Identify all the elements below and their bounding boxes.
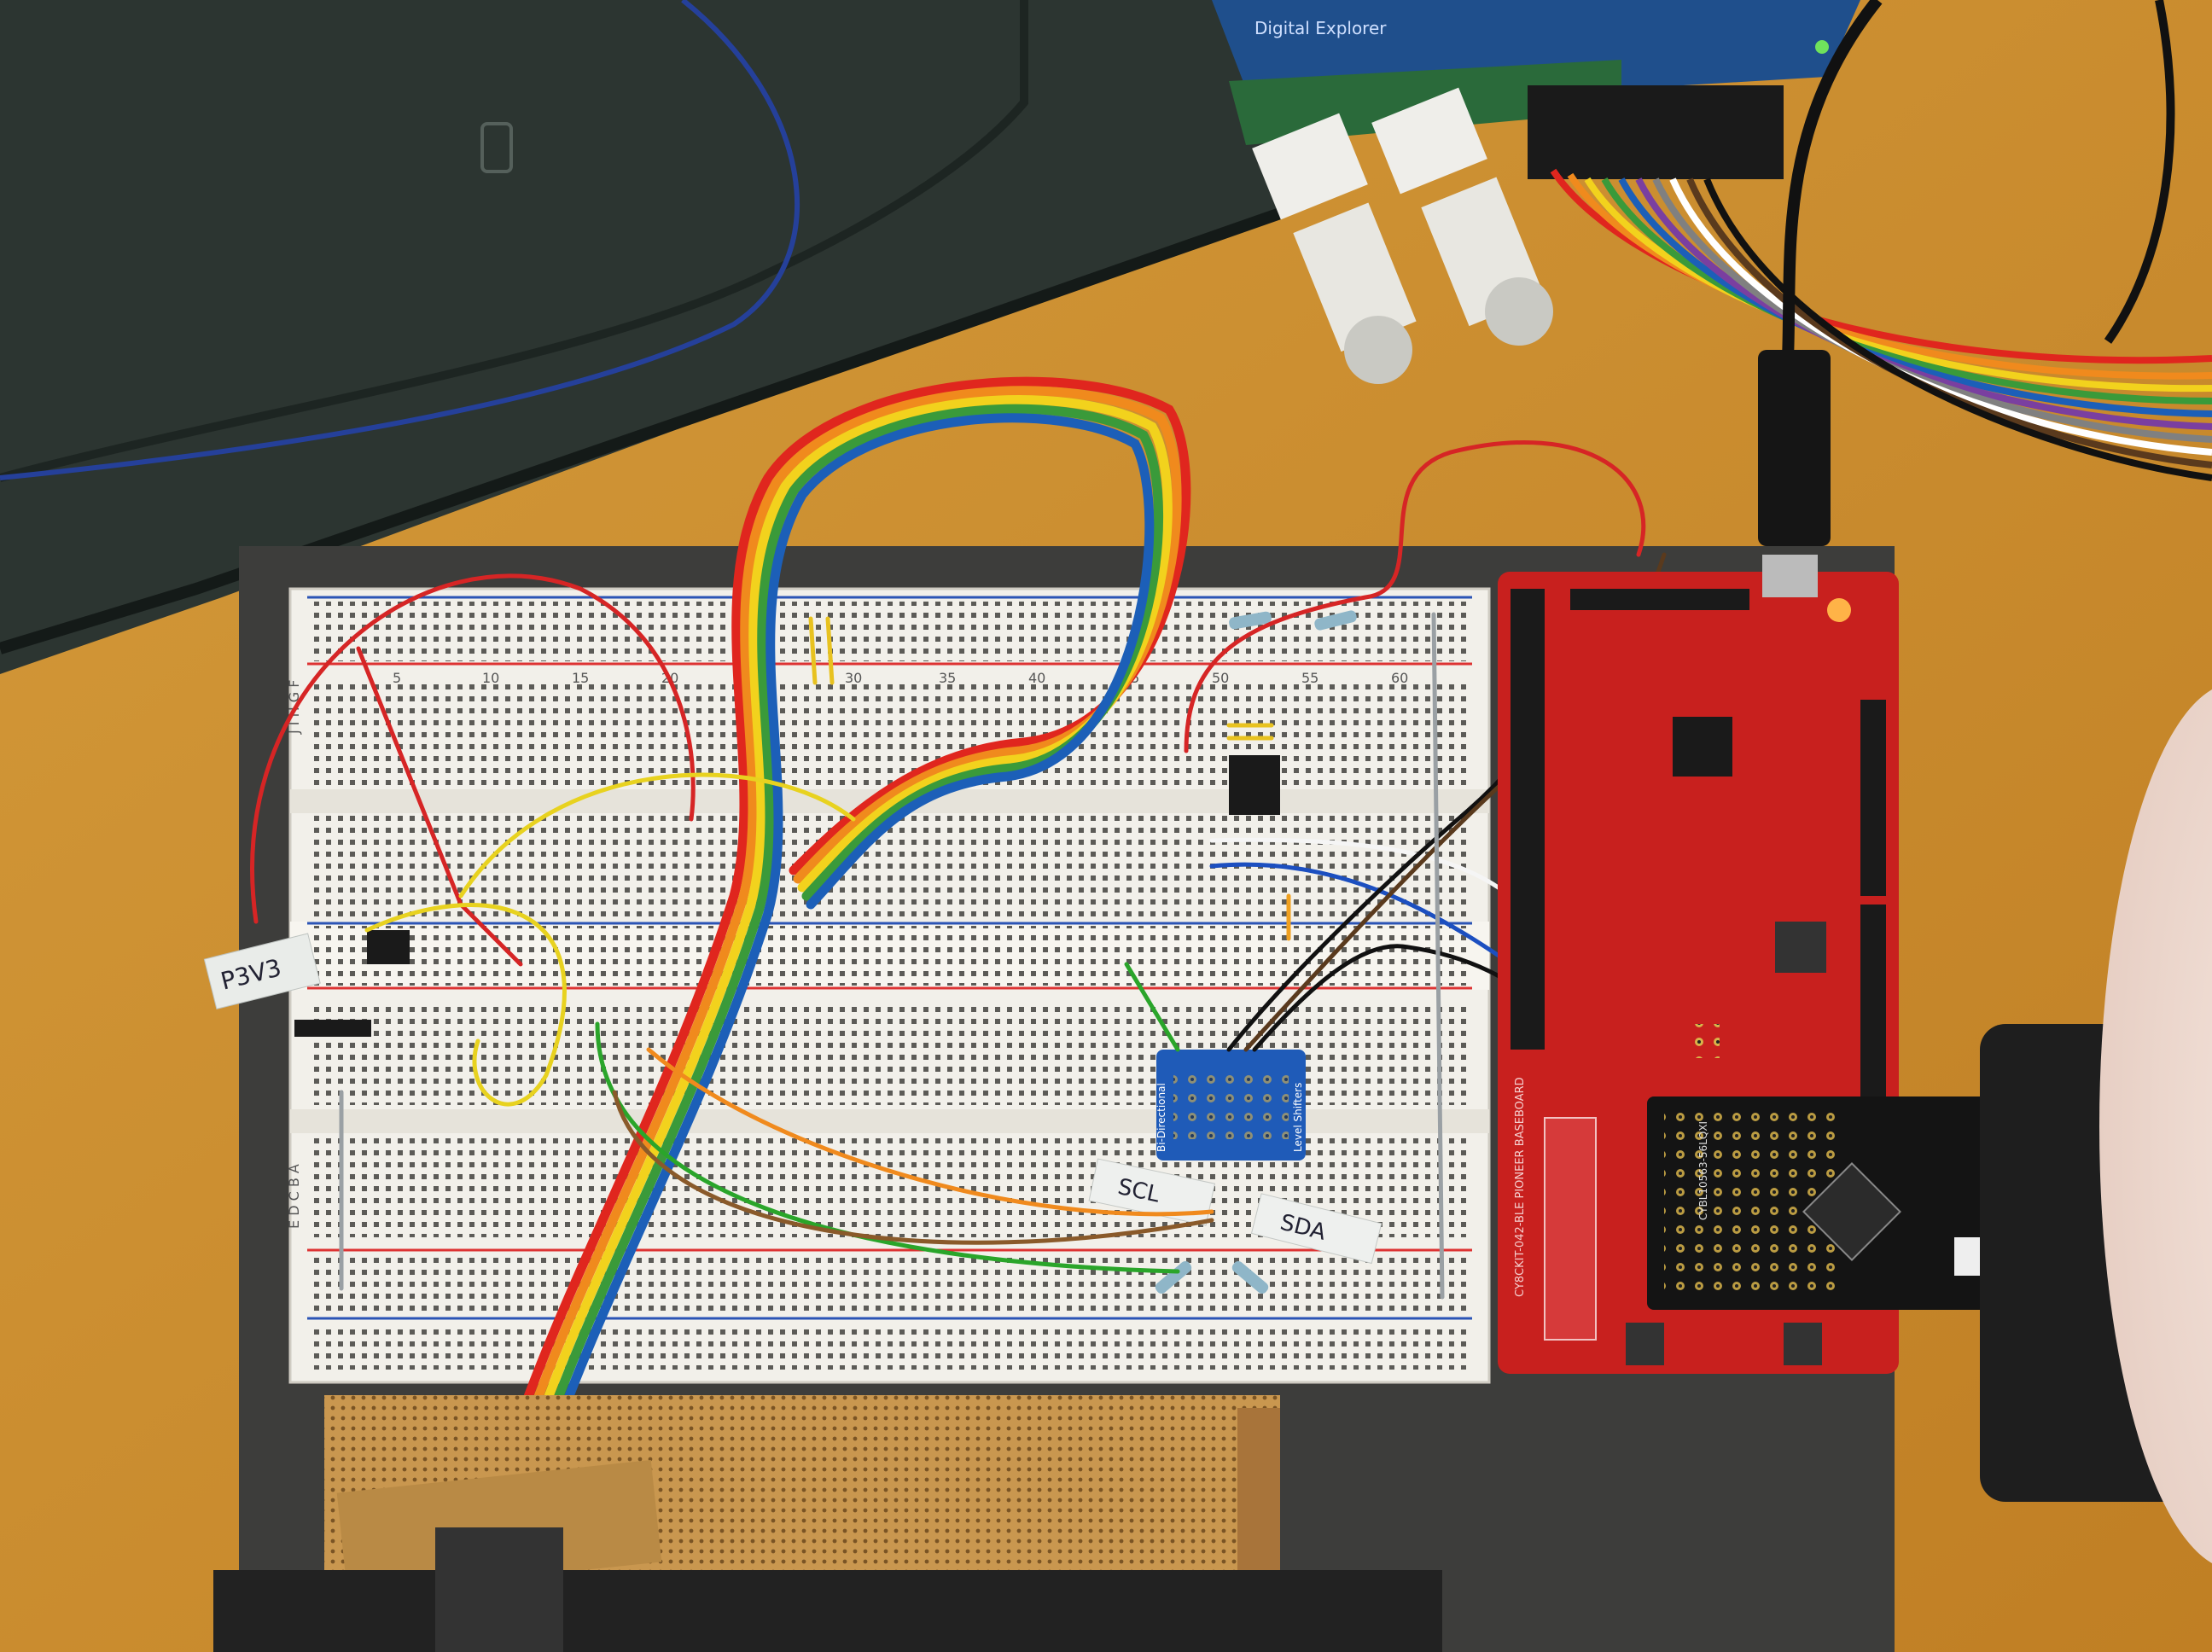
mcu-chip	[1673, 717, 1732, 777]
usb-port	[1762, 555, 1818, 597]
dip8-ic	[1229, 755, 1280, 815]
usb-cable	[1758, 0, 2175, 546]
col-label-35: 35	[939, 670, 956, 686]
dev-board-caption: CY8CKIT-042-BLE PIONEER BASEBOARD	[1514, 1077, 1527, 1297]
thumb	[2099, 689, 2212, 1563]
bnc-connector-2	[1371, 87, 1487, 195]
sda-tag: SDA	[1250, 1193, 1382, 1265]
ribbon-cable	[498, 376, 1191, 1490]
module-caption: CYBL10563-56LQXI	[1697, 1121, 1709, 1220]
p3v3-tag: P3V3	[203, 933, 321, 1010]
sot-regulator	[367, 930, 410, 964]
probe-wires	[1550, 168, 2212, 481]
logic-connector	[1528, 85, 1784, 179]
orange-wire	[646, 1047, 1214, 1217]
reset-button	[1626, 1323, 1664, 1365]
yellow-wire-left	[364, 903, 567, 1107]
vibrate-icon	[480, 122, 513, 173]
col-label-30: 30	[845, 670, 862, 686]
user-button	[1784, 1323, 1822, 1365]
status-led	[1827, 598, 1851, 622]
red-wire-left	[250, 573, 696, 924]
col-label-40: 40	[1028, 670, 1045, 686]
row-letters-bottom: E D C B A	[286, 1164, 302, 1229]
col-label-55: 55	[1301, 670, 1318, 686]
grey-wire-right	[1431, 612, 1445, 1300]
level-shifter-top-label: Bi-Directional	[1155, 1083, 1167, 1152]
red-wire-right	[1184, 439, 1646, 753]
green-jumper	[1124, 962, 1180, 1052]
col-label-60: 60	[1391, 670, 1408, 686]
col-label-15: 15	[572, 670, 589, 686]
laptop	[0, 0, 1297, 674]
usb-plug	[1758, 350, 1831, 546]
breadboard: 5 10 15 20 25 30 35 40 45 50 55 60 J I H…	[286, 587, 1491, 1384]
ble-module: CYBL10563-56LQXI	[1647, 1096, 1997, 1310]
level-shifter-bottom-label: Level Shifters	[1292, 1083, 1304, 1152]
col-label-5: 5	[393, 670, 401, 686]
perfboard	[324, 1395, 1280, 1596]
laptop-bottom	[213, 1570, 1442, 1652]
brown-wire	[612, 1090, 1214, 1245]
scope-caption: Digital Explorer	[1254, 18, 1387, 38]
col-label-10: 10	[482, 670, 499, 686]
scl-tag: SCL	[1088, 1158, 1216, 1226]
bnc-connector-1	[1252, 113, 1368, 220]
col-label-50: 50	[1212, 670, 1229, 686]
logic-analyzer: Digital Explorer	[1212, 0, 1860, 384]
yellow-wire-loop	[458, 772, 856, 899]
ribbon-connector	[435, 1527, 563, 1652]
resistors	[1155, 610, 1357, 1294]
level-shifter-board: Bi-Directional Level Shifters	[1155, 1050, 1306, 1160]
